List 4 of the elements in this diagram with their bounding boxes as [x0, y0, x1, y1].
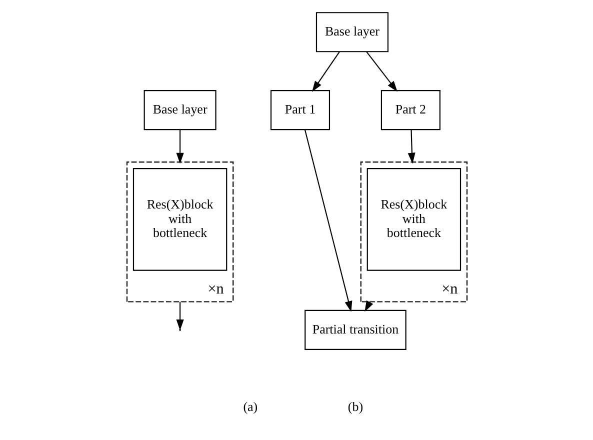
label: (a) [242, 399, 258, 414]
node-label: ×n [441, 280, 458, 298]
label: (b) [347, 399, 363, 414]
node-label: ×n [207, 280, 224, 298]
